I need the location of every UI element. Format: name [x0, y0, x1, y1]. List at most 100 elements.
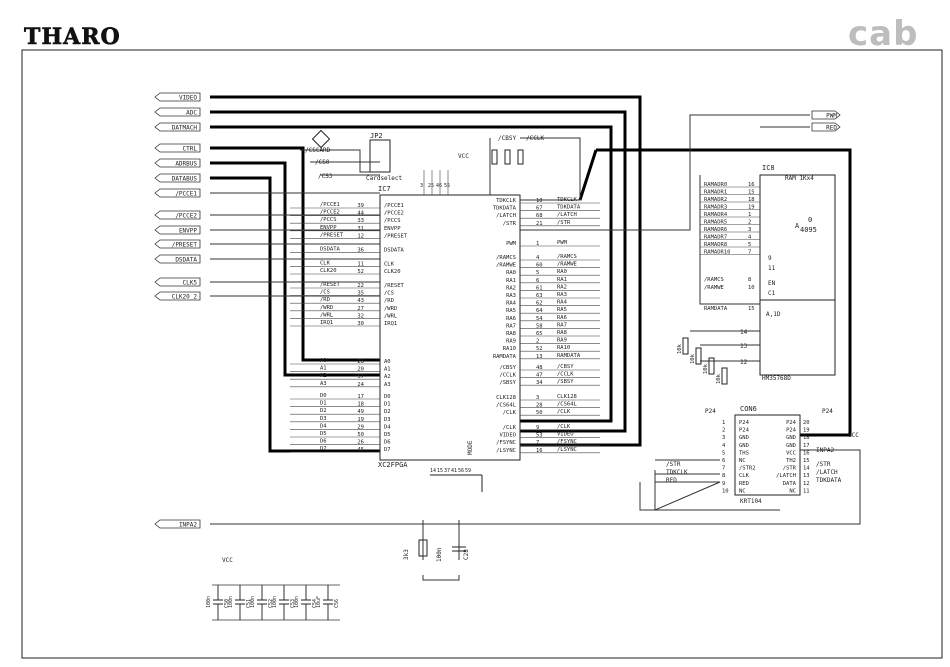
ic7-rpin-name-7: RA0: [506, 270, 516, 276]
ic8-body: [759, 174, 836, 376]
ic7-lpin-num-1: 44: [357, 211, 364, 217]
ic7-lpin-num-18: 17: [357, 394, 364, 400]
ic7-gnd-num-0: 14: [430, 468, 436, 474]
ic8-num-6: 3: [748, 227, 751, 233]
con6-r-num-0: 20: [803, 420, 810, 426]
ic7-lnet-19: D1: [320, 401, 327, 407]
ic7-lnet-12: /WRL: [320, 312, 334, 318]
ic7-lpin-name-25: D7: [384, 447, 391, 453]
ic8-num-1: 15: [748, 190, 755, 196]
ic7-lnet-25: D7: [320, 446, 327, 452]
pin-13: 13: [740, 343, 748, 350]
right-port-1-text: RED: [826, 125, 837, 132]
con6-r-name-2: GND: [786, 435, 796, 441]
ic7-rpin-name-0: TDKCLK: [496, 198, 517, 204]
ic7-lpin-num-20: 49: [357, 409, 364, 415]
con6-r-name-0: P24: [786, 420, 797, 426]
ic7-body: [379, 194, 521, 461]
left-port-13-text: INPA2: [179, 522, 197, 529]
ic7-lpin-num-10: 43: [357, 298, 364, 304]
bottom-c2-label: C28: [463, 549, 470, 560]
ic8-net-2: RAMADR2: [704, 197, 727, 203]
ic7-rpin-num-21: 34: [536, 380, 543, 386]
ic7-rpin-name-16: RA9: [506, 339, 516, 345]
ic7-rnet-23: /CS64L: [557, 402, 578, 408]
con6-r-num-9: 11: [803, 488, 810, 494]
ic7-lnet-0: /PCCE1: [320, 202, 340, 208]
con6-l-name-3: GND: [739, 443, 749, 449]
ic7-lpin-name-12: /WRL: [384, 313, 398, 319]
ic7-lpin-num-22: 29: [357, 424, 364, 430]
right-port-1: [811, 122, 841, 132]
left-port-11-text: CLK5: [183, 280, 198, 287]
ic7-lpin-name-0: /PCCE1: [384, 203, 404, 209]
con-str: /STR: [666, 461, 681, 468]
vcc-label-ic7: VCC: [458, 153, 469, 160]
ic7-top-num-2: 46: [436, 183, 442, 189]
cluster-res-1: [695, 347, 702, 365]
ic7-lpin-name-1: /PCCE2: [384, 211, 404, 217]
con6-l-name-6: /STR2: [739, 466, 756, 472]
ic7-rpin-name-13: RA6: [506, 316, 516, 322]
ic7-lnet-3: ENVPP: [320, 225, 337, 231]
ic7-lpin-name-9: /CS: [384, 291, 394, 297]
ic7-rpin-num-2: 68: [536, 213, 543, 219]
ic8-part: HM35768D: [762, 375, 791, 382]
ic7-rnet-17: RA10: [557, 345, 570, 351]
ic7-rpin-name-17: RA10: [503, 346, 516, 352]
left-port-11: [154, 277, 201, 287]
bottom-resistor: [418, 539, 428, 557]
con6-r-num-7: 13: [803, 473, 810, 479]
ic7-rpin-name-5: /RAMCS: [496, 255, 516, 261]
ic8-num-2: 18: [748, 197, 755, 203]
ic8-inner-0: 0: [808, 216, 812, 224]
ic8-title: RAM 1Kx4: [785, 175, 814, 182]
ic7-lpin-num-23: 50: [357, 432, 364, 438]
ic7-rpin-name-25: /CLK: [503, 425, 517, 431]
con6-l-num-4: 5: [722, 450, 725, 456]
ic7-rpin-name-10: RA3: [506, 293, 516, 299]
ic7-rpin-num-19: 48: [536, 365, 543, 371]
con6-pins: P241P242GND3GND4THS5NC6/STR27CLK8RED9NC1…: [722, 420, 810, 494]
decap-val-0: 100n: [206, 596, 212, 608]
con6-l-name-9: NC: [739, 488, 746, 494]
left-port-5: [154, 173, 201, 183]
ic7-lpin-name-15: A1: [384, 367, 391, 373]
ic7-rpin-num-22: 3: [536, 395, 539, 401]
left-port-3: [154, 143, 201, 153]
ic7-rnet-7: RA0: [557, 269, 567, 275]
ic7-lpin-name-3: ENVPP: [384, 226, 401, 232]
con6-body: [734, 414, 801, 496]
ic7-rnet-24: /CLK: [557, 409, 571, 415]
ic7-rpin-num-11: 62: [536, 301, 543, 307]
ic7-rpin-name-14: RA7: [506, 323, 516, 329]
ic7-rpin-name-9: RA2: [506, 285, 516, 291]
ic8-mark-c1: C1: [768, 290, 776, 297]
ic7-lpin-name-11: /WRD: [384, 306, 397, 312]
cluster-res-0: [682, 337, 689, 355]
con6-r-name-5: TH2: [786, 458, 796, 464]
ic7-lnet-7: CLK20: [320, 268, 337, 274]
ic7-rpin-name-24: /CLK: [503, 410, 517, 416]
ic7-lnet-20: D2: [320, 408, 327, 414]
ic7-lnet-15: A1: [320, 366, 327, 372]
ic7-lnet-18: D0: [320, 393, 327, 399]
ic7-rpin-name-11: RA4: [506, 301, 517, 307]
ic7-rnet-26: VIDEO: [557, 432, 574, 438]
left-port-8-text: ENVPP: [179, 228, 197, 235]
con6-r-num-8: 12: [803, 481, 810, 487]
ic7-lpin-name-24: D6: [384, 440, 391, 446]
ic7-lpin-num-21: 19: [357, 417, 364, 423]
ic7-gnd-num-1: 15: [437, 468, 443, 474]
ic7-rpin-num-23: 28: [536, 403, 543, 409]
decap-val-5: 10uF: [316, 596, 322, 608]
con-vcc: VCC: [848, 432, 859, 439]
ic7-rpin-num-16: 2: [536, 339, 539, 345]
ic7-rpin-num-13: 54: [536, 316, 543, 322]
left-port-12-text: CLK20_2: [172, 294, 198, 301]
ic8-mark-1d: A,1D: [766, 311, 781, 318]
con6-r-name-3: GND: [786, 443, 796, 449]
